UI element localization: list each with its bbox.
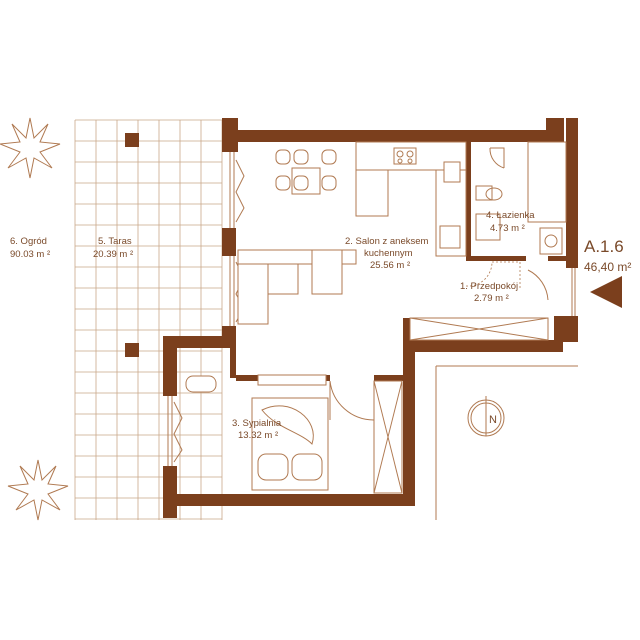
sofa	[237, 249, 357, 325]
room-area-living: 25.56 m ²	[370, 260, 410, 271]
terrace-tiles	[74, 119, 223, 520]
bedroom-furniture	[185, 374, 403, 494]
entrance-arrow-icon	[590, 276, 622, 308]
unit-area: 46,40 m²	[584, 260, 631, 274]
kitchen	[355, 141, 467, 257]
room-area-bathroom: 4.73 m ²	[490, 223, 525, 234]
walls	[163, 118, 578, 518]
unit-code: A.1.6	[584, 237, 624, 256]
room-area-hall: 2.79 m ²	[474, 293, 509, 304]
tree-icon	[0, 117, 61, 179]
room-name-hall: 1. Przedpokój	[460, 281, 518, 292]
room-area-garden: 90.03 m ²	[10, 249, 50, 260]
compass-letter: N	[489, 414, 497, 426]
room-name-garden: 6. Ogród	[10, 236, 47, 247]
pillar	[125, 343, 139, 357]
tree-icon	[7, 459, 69, 521]
room-area-terrace: 20.39 m ²	[93, 249, 133, 260]
bathroom-fixtures	[475, 141, 567, 255]
pillar	[125, 133, 139, 147]
room-name-bedroom: 3. Sypialnia	[232, 418, 282, 429]
room-name-living: 2. Salon z aneksem	[345, 236, 429, 247]
room-name-living-2: kuchennym	[364, 248, 413, 259]
room-area-bedroom: 13.32 m ²	[238, 430, 278, 441]
room-name-bathroom: 4. Łazienka	[486, 210, 535, 221]
dining-set	[275, 149, 337, 195]
hall-wardrobe	[409, 261, 549, 341]
compass-icon: N	[467, 396, 505, 437]
room-name-terrace: 5. Taras	[98, 236, 132, 247]
